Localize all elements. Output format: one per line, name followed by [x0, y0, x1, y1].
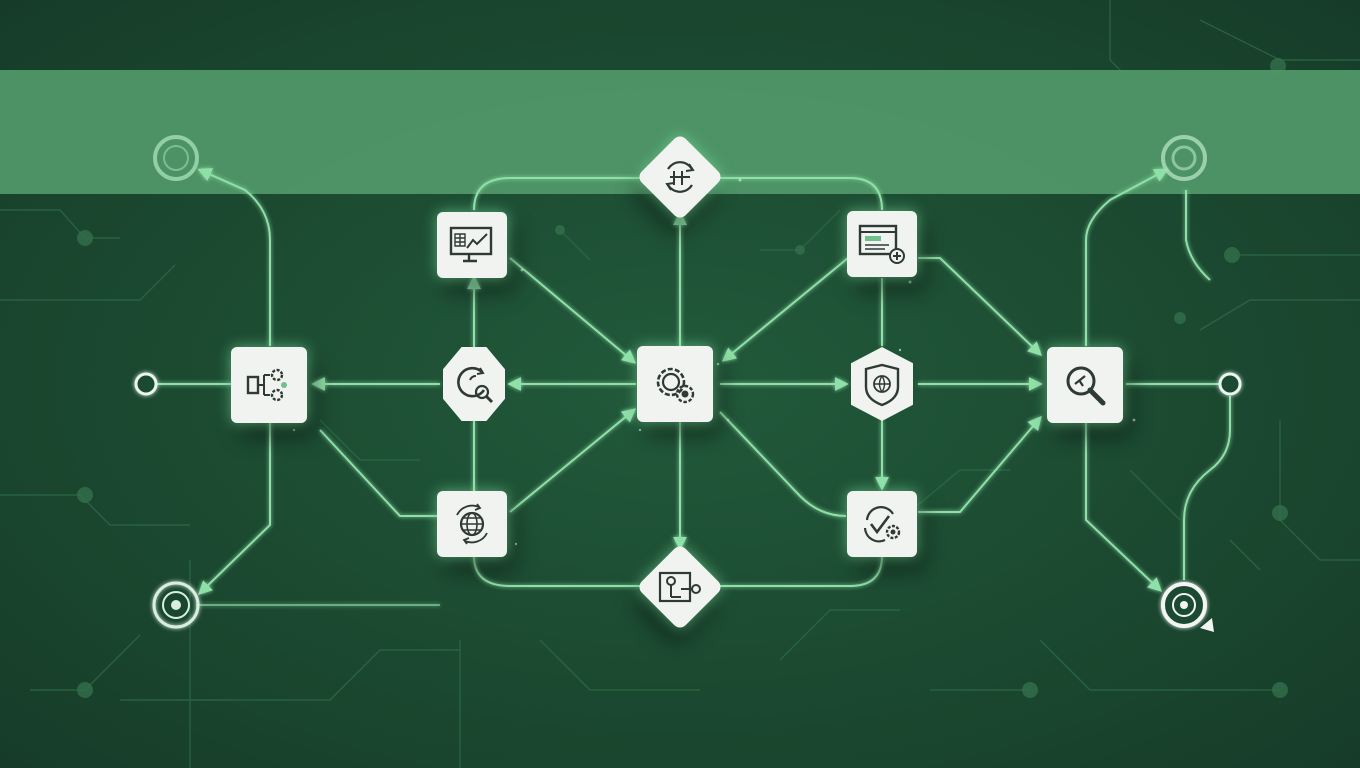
gears-icon [656, 367, 695, 404]
cycle-arrows-icon [665, 161, 695, 193]
connectors [154, 168, 1231, 606]
browser-add-icon [858, 224, 905, 264]
shield-globe-icon [864, 363, 900, 407]
background-dots [77, 58, 1288, 698]
refresh-magnifier-icon [457, 366, 494, 404]
global-sync-node[interactable] [437, 491, 507, 557]
connector-start-bottom [197, 422, 271, 595]
connector-web-hub [721, 257, 849, 362]
top-right-terminal[interactable] [1161, 135, 1207, 181]
right-end-terminal[interactable] [1218, 372, 1242, 396]
monitor-chart-icon [449, 226, 493, 263]
bottom-decision-node[interactable] [636, 543, 724, 631]
web-panel-node[interactable] [847, 211, 917, 277]
central-hub-node[interactable] [637, 346, 713, 422]
timeline-icon [658, 571, 701, 603]
bottom-right-terminal[interactable] [1161, 582, 1214, 632]
top-left-terminal[interactable] [153, 135, 199, 181]
connector-start-top [197, 168, 271, 346]
globe-cycle-icon [456, 503, 488, 545]
shield-globe-node[interactable] [851, 347, 913, 421]
magnifier-icon [1066, 366, 1106, 406]
validation-node[interactable] [847, 491, 917, 557]
connector-global-hub [509, 408, 637, 513]
left-start-terminal[interactable] [134, 372, 158, 396]
bottom-left-terminal[interactable] [152, 581, 200, 629]
top-decision-node[interactable] [636, 133, 724, 221]
process-start-node[interactable] [231, 347, 307, 423]
check-gear-icon [863, 506, 901, 543]
search-refresh-node[interactable] [443, 347, 505, 421]
inspect-node[interactable] [1047, 347, 1123, 423]
process-gears-icon [246, 368, 287, 402]
analytics-monitor-node[interactable] [437, 212, 507, 278]
connector-monitor-hub [509, 257, 637, 364]
connector-web-inspect [918, 257, 1043, 356]
